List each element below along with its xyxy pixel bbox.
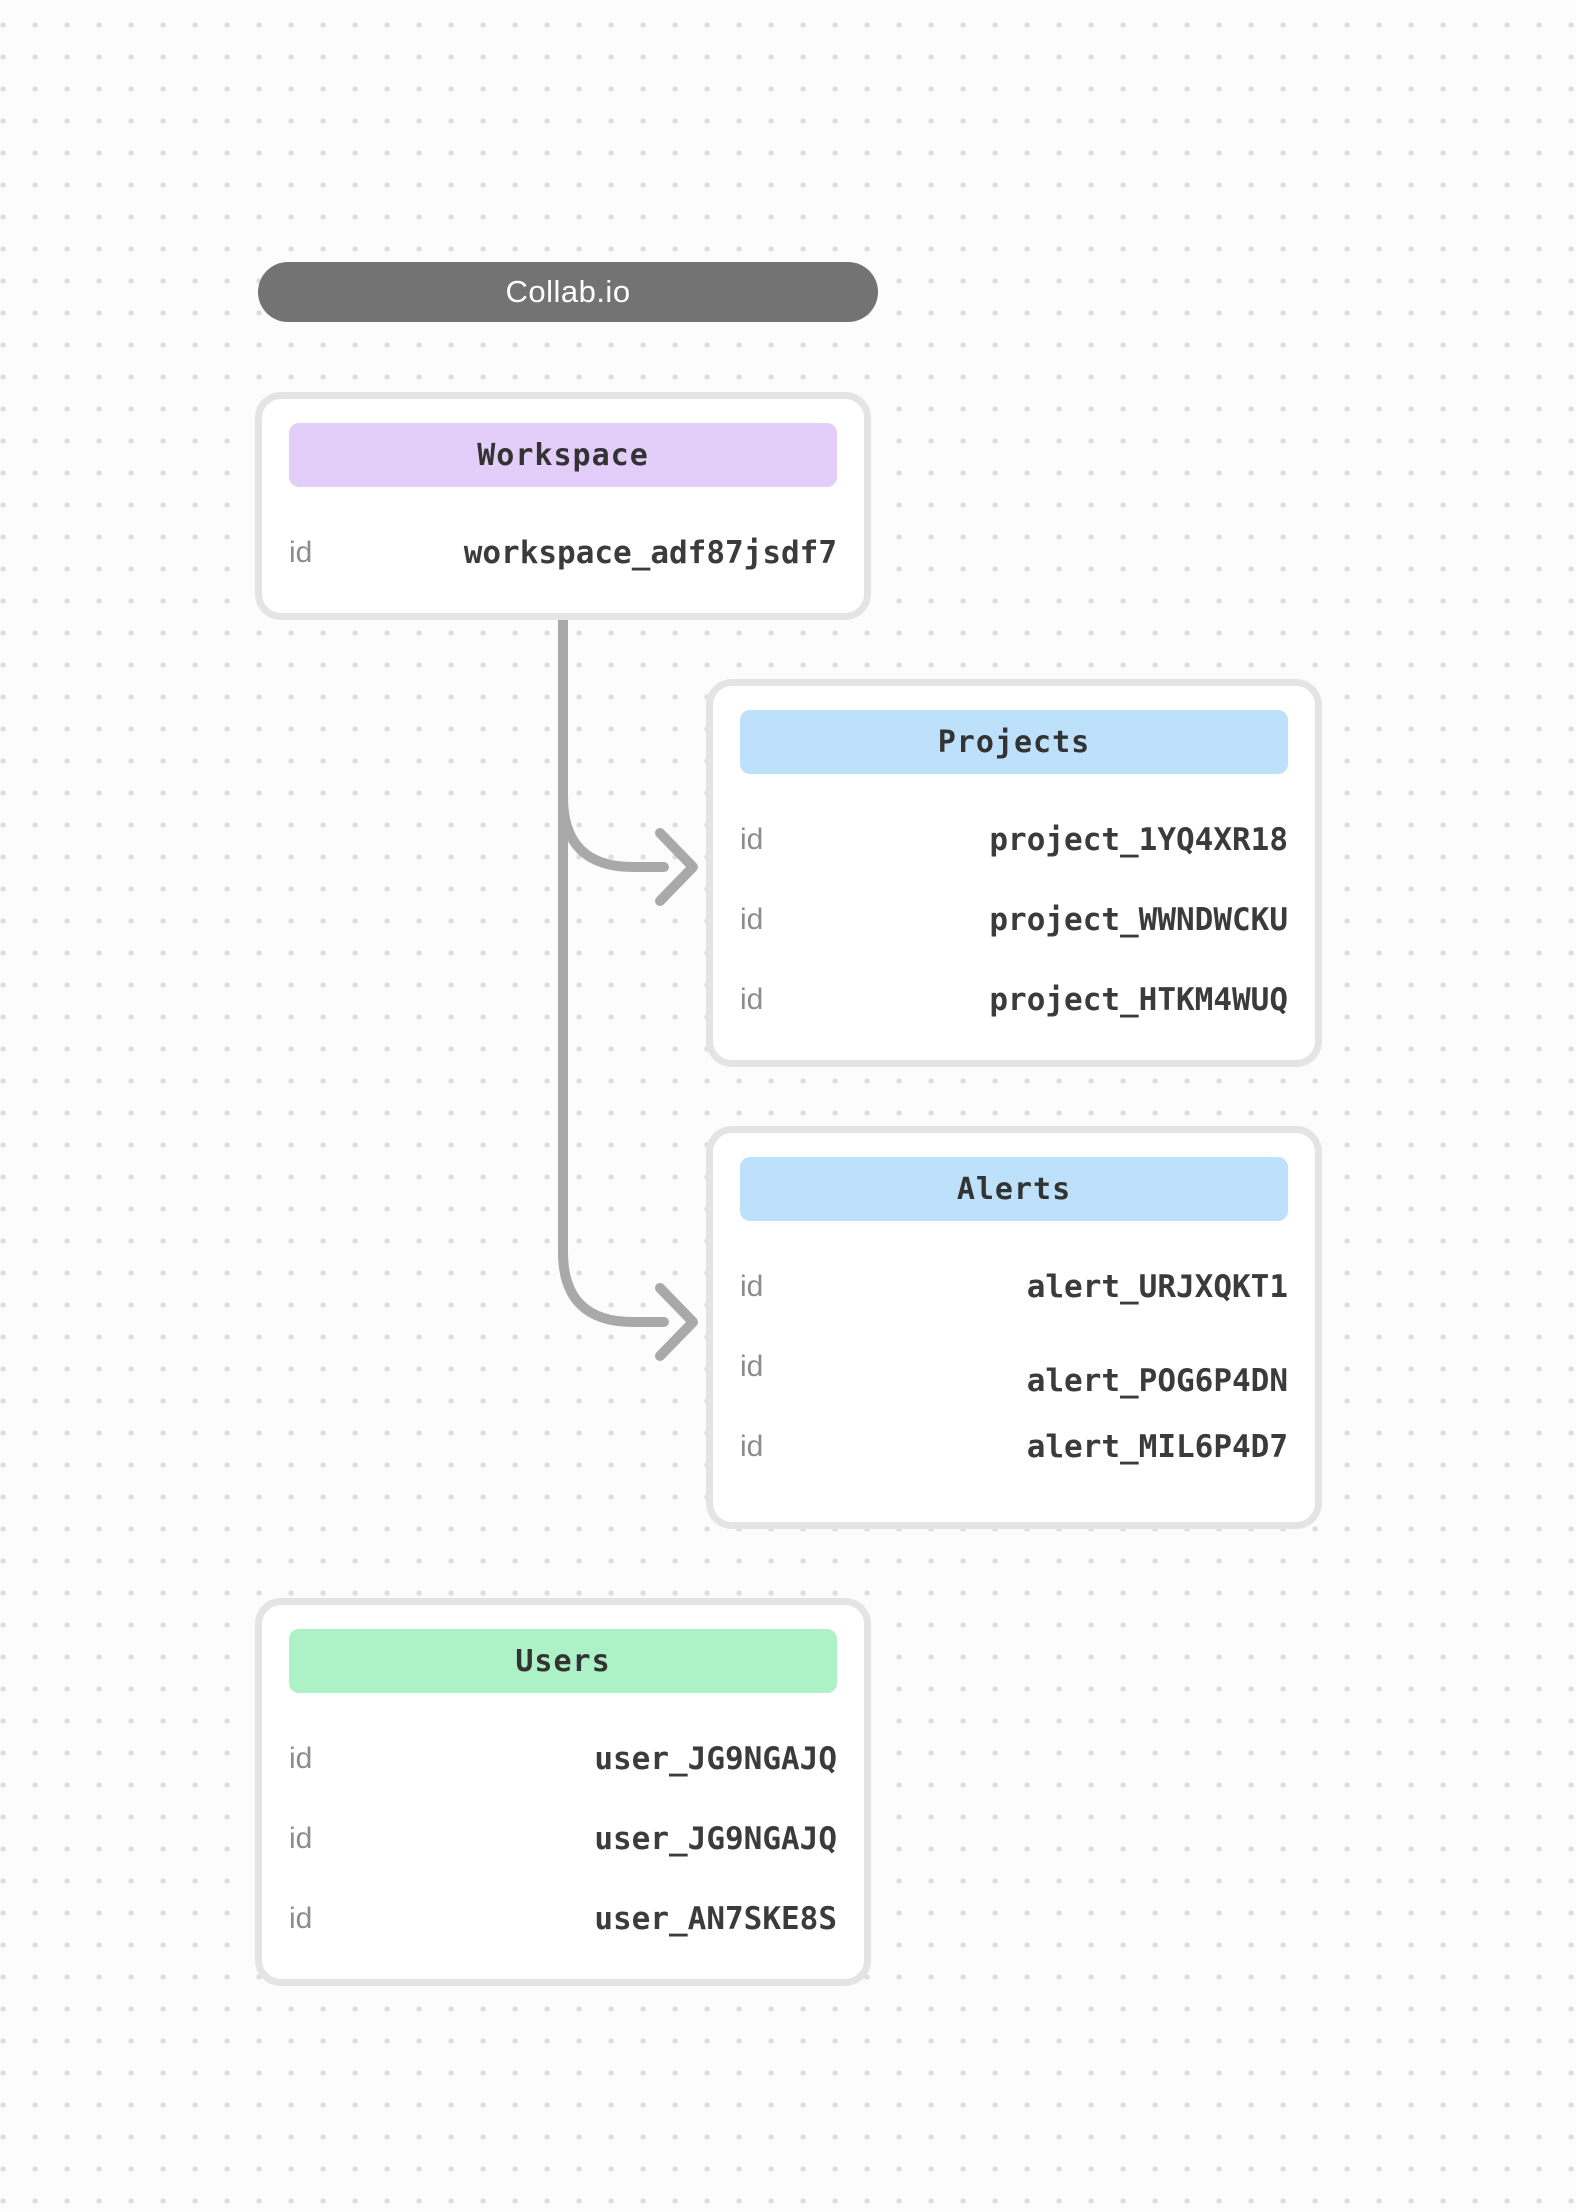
connector-branch-to-projects <box>558 792 669 872</box>
table-row: id user_JG9NGAJQ <box>289 1799 837 1879</box>
entity-header-projects: Projects <box>740 710 1288 774</box>
table-row: id user_JG9NGAJQ <box>289 1719 837 1799</box>
diagram-title: Collab.io <box>505 274 631 309</box>
row-key: id <box>289 536 313 569</box>
row-value: alert_MIL6P4D7 <box>1026 1429 1288 1465</box>
table-row: id project_HTKM4WUQ <box>740 960 1288 1040</box>
row-value: user_JG9NGAJQ <box>594 1821 837 1857</box>
entity-title: Alerts <box>956 1171 1072 1207</box>
row-value: alert_POG6P4DN <box>1026 1363 1288 1399</box>
entity-title: Workspace <box>477 437 649 473</box>
entity-card-users[interactable]: Users id user_JG9NGAJQ id user_JG9NGAJQ … <box>255 1598 871 1986</box>
diagram-title-pill[interactable]: Collab.io <box>258 262 878 322</box>
row-key: id <box>289 1742 313 1775</box>
row-value: project_1YQ4XR18 <box>989 822 1288 858</box>
entity-card-projects[interactable]: Projects id project_1YQ4XR18 id project_… <box>706 679 1322 1067</box>
table-row: id user_AN7SKE8S <box>289 1879 837 1959</box>
row-key: id <box>289 1902 313 1935</box>
entity-card-alerts[interactable]: Alerts id alert_URJXQKT1 id alert_POG6P4… <box>706 1126 1322 1529</box>
row-value: user_JG9NGAJQ <box>594 1741 837 1777</box>
row-value: alert_URJXQKT1 <box>1026 1269 1288 1305</box>
row-key: id <box>740 903 764 936</box>
row-value: workspace_adf87jsdf7 <box>463 535 837 571</box>
entity-header-workspace: Workspace <box>289 423 837 487</box>
entity-title: Users <box>515 1643 611 1679</box>
table-row: id alert_POG6P4DN <box>740 1327 1288 1407</box>
entity-header-users: Users <box>289 1629 837 1693</box>
arrowhead-projects-icon <box>655 828 698 906</box>
table-row: id workspace_adf87jsdf7 <box>289 513 837 593</box>
row-value: user_AN7SKE8S <box>594 1901 837 1937</box>
entity-card-workspace[interactable]: Workspace id workspace_adf87jsdf7 <box>255 392 871 620</box>
row-key: id <box>289 1822 313 1855</box>
row-key: id <box>740 1430 764 1463</box>
arrowhead-alerts-icon <box>655 1283 698 1361</box>
row-key: id <box>740 823 764 856</box>
table-row: id project_WWNDWCKU <box>740 880 1288 960</box>
table-row: id alert_MIL6P4D7 <box>740 1407 1288 1487</box>
table-row: id project_1YQ4XR18 <box>740 800 1288 880</box>
row-value: project_HTKM4WUQ <box>989 982 1288 1018</box>
table-row: id alert_URJXQKT1 <box>740 1247 1288 1327</box>
row-key: id <box>740 1270 764 1303</box>
row-key: id <box>740 1350 764 1383</box>
row-value: project_WWNDWCKU <box>989 902 1288 938</box>
row-key: id <box>740 983 764 1016</box>
entity-title: Projects <box>937 724 1091 760</box>
entity-header-alerts: Alerts <box>740 1157 1288 1221</box>
connector-trunk-to-alerts <box>558 603 669 1327</box>
